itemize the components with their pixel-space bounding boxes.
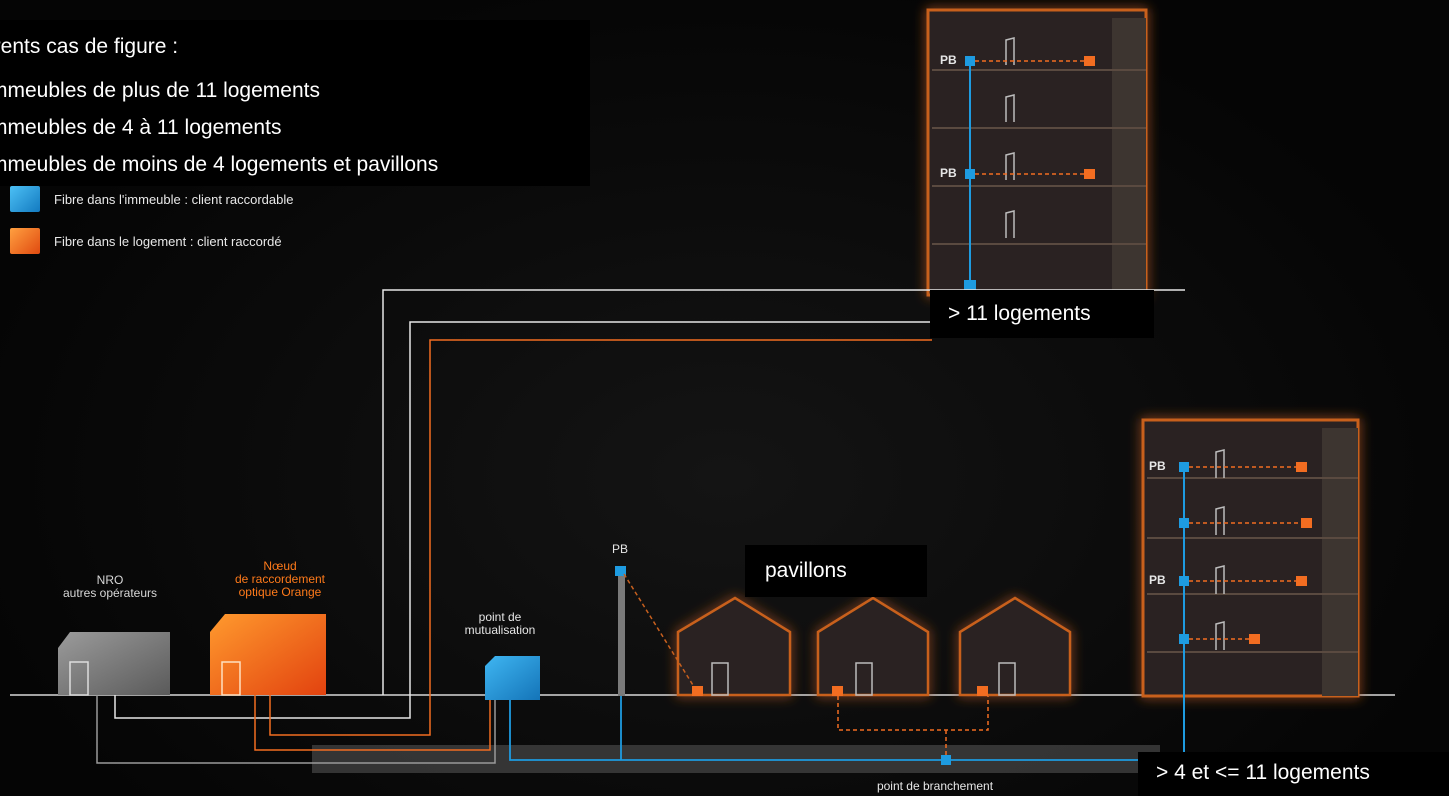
nro-box [58, 632, 170, 696]
pole-pb-label: PB [611, 542, 628, 556]
case-item: mmeubles de plus de 11 logements [0, 79, 320, 102]
case-item: mmeubles de 4 à 11 logements [0, 116, 282, 139]
branchement-label: point de branchement [876, 779, 994, 793]
tag-text: pavillons [765, 559, 847, 582]
legend-label: Fibre dans l'immeuble : client raccordab… [54, 191, 294, 207]
legend-item-home: Fibre dans le logement : client raccordé [10, 228, 282, 254]
tag-mid-building: > 4 et <= 11 logements [1138, 752, 1449, 796]
tag-text: > 11 logements [948, 302, 1091, 325]
house-3 [958, 596, 1072, 697]
cable-blue [509, 700, 1184, 761]
underground-duct [312, 745, 1160, 773]
tag-houses: pavillons [745, 545, 927, 597]
pb-label: PB [940, 53, 957, 67]
noeud-box [210, 614, 326, 696]
cases-box: érents cas de figure : mmeubles de plus … [0, 20, 590, 186]
pb-label: PB [940, 166, 957, 180]
case-item: mmeubles de moins de 4 logements et pavi… [0, 153, 439, 176]
cable-orange [269, 339, 932, 736]
pole [618, 572, 625, 696]
legend-item-building: Fibre dans l'immeuble : client raccordab… [10, 186, 293, 212]
mutualisation-box [485, 656, 540, 700]
tall-building [926, 8, 1148, 297]
pb-label: PB [1149, 459, 1166, 473]
orange-square-icon [10, 228, 40, 254]
pb-label: PB [1149, 573, 1166, 587]
cases-title: érents cas de figure : [0, 35, 179, 58]
tag-tall-building: > 11 logements [930, 290, 1154, 338]
tag-text: > 4 et <= 11 logements [1156, 761, 1370, 784]
noeud-label: Nœud de raccordement optique Orange [234, 559, 326, 599]
house-2 [816, 596, 930, 697]
cable-grey [96, 695, 496, 764]
house-1 [676, 596, 792, 697]
cable-white [382, 289, 1185, 695]
nro-label: NRO autres opérateurs [62, 573, 158, 600]
mutualisation-label: point de mutualisation [464, 610, 536, 637]
blue-square-icon [10, 186, 40, 212]
legend-label: Fibre dans le logement : client raccordé [54, 233, 282, 249]
mid-building [1141, 418, 1360, 752]
